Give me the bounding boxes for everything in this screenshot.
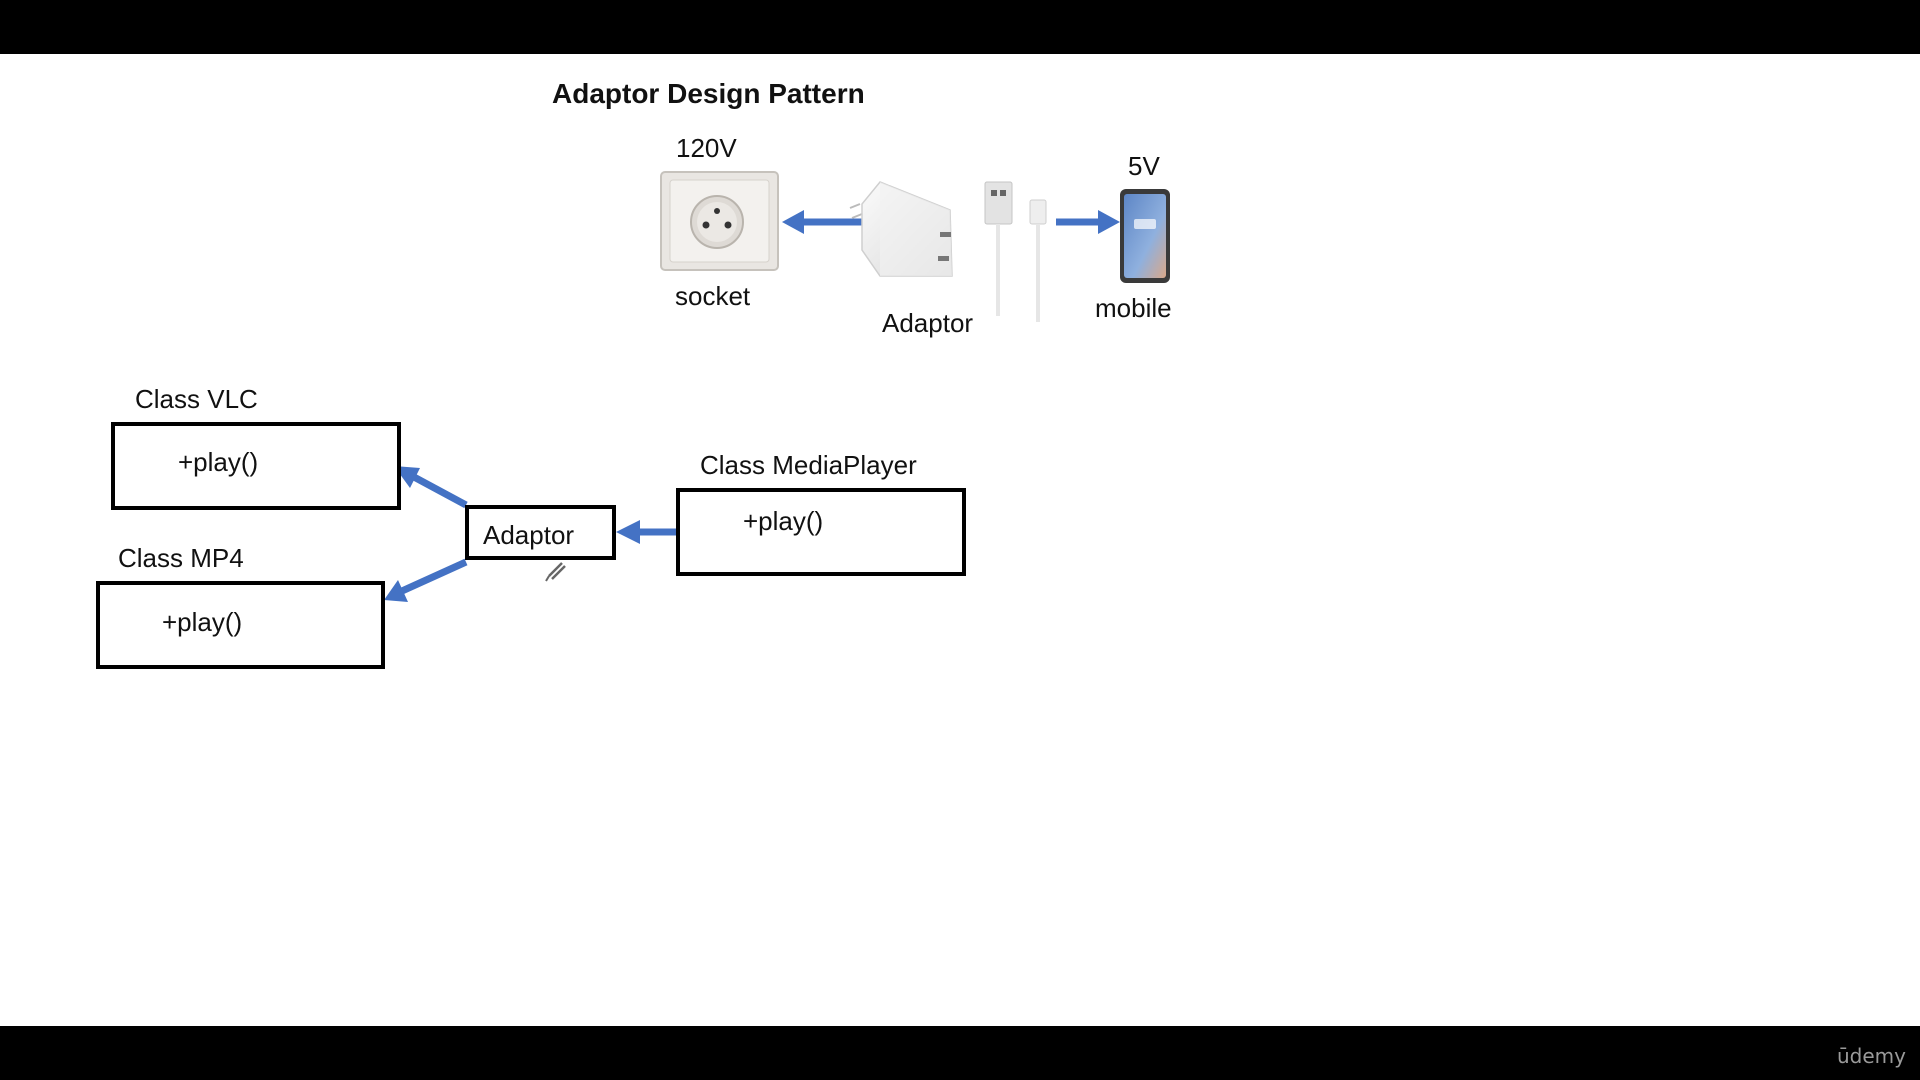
mediaplayer-play-method: +play() <box>743 506 824 536</box>
class-vlc-label: Class VLC <box>135 384 258 414</box>
adaptor-class-label: Adaptor <box>483 520 575 550</box>
slide-title: Adaptor Design Pattern <box>552 78 865 109</box>
bottom-letterbox-bar: ūdemy <box>0 1026 1920 1080</box>
pen-cursor-icon <box>545 562 566 582</box>
top-letterbox-bar <box>0 0 1920 54</box>
mp4-play-method: +play() <box>162 607 243 637</box>
wall-socket-icon <box>660 171 779 271</box>
adaptor-device-label: Adaptor <box>882 308 974 338</box>
adaptor-to-mobile-arrow <box>1056 210 1120 234</box>
adaptor-to-socket-arrow <box>782 210 866 234</box>
class-mediaplayer-label: Class MediaPlayer <box>700 450 917 480</box>
class-mp4-box: +play() <box>96 581 385 669</box>
class-vlc-box: +play() <box>111 422 401 510</box>
udemy-watermark: ūdemy <box>1837 1044 1906 1068</box>
charger-adaptor-icon <box>849 181 953 277</box>
adaptor-to-vlc-arrow <box>394 466 468 509</box>
adaptor-to-mp4-arrow <box>384 558 468 602</box>
class-mediaplayer-box: +play() <box>676 488 966 576</box>
slide-artwork <box>384 171 1170 602</box>
mobile-voltage-label: 5V <box>1128 151 1160 181</box>
vlc-play-method: +play() <box>178 447 259 477</box>
mediaplayer-to-adaptor-arrow <box>616 520 676 544</box>
adaptor-class-box: Adaptor <box>465 505 616 560</box>
smartphone-icon <box>1120 189 1170 283</box>
class-mp4-label: Class MP4 <box>118 543 244 573</box>
usb-cable-icon <box>984 181 1047 322</box>
socket-voltage-label: 120V <box>676 133 737 163</box>
socket-label: socket <box>675 281 751 311</box>
slide-canvas: Adaptor Design Pattern 120V socket Adapt… <box>0 54 1920 1026</box>
mobile-label: mobile <box>1095 293 1172 323</box>
